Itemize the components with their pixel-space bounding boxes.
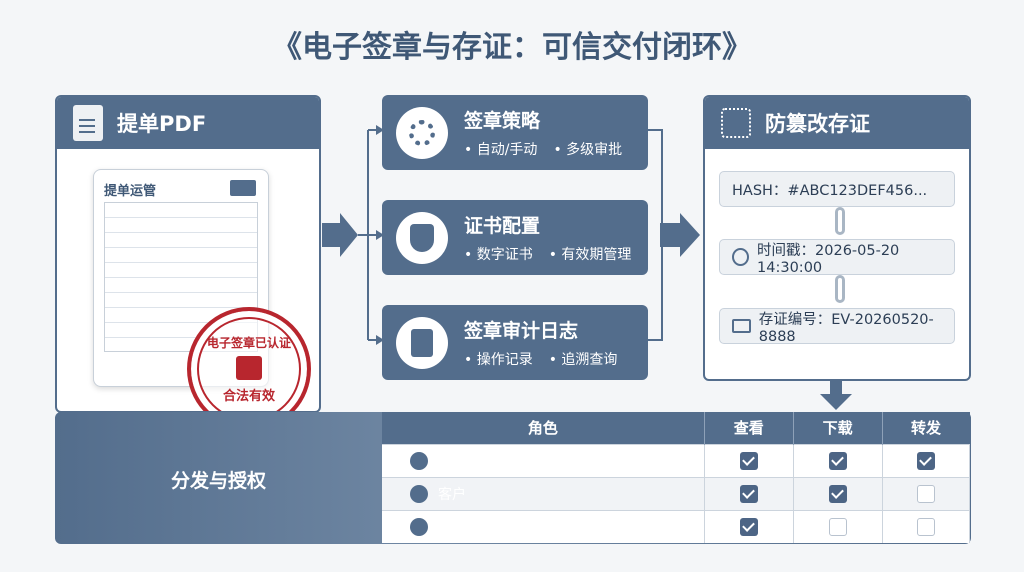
step-certificate-config[interactable]: 证书配置 • 数字证书 • 有效期管理 — [382, 200, 648, 275]
distribution-section: 分发与授权 角色查看下载转发 业务人员客户代理商 — [55, 412, 971, 544]
step-item: • 数字证书 — [464, 247, 533, 263]
view-checkbox[interactable] — [739, 484, 758, 503]
table-row: 客户 — [382, 476, 971, 510]
evidence-panel: 防篡改存证 HASH：#ABC123DEF456... 时间戳：2026-05-… — [703, 95, 971, 381]
forward-cell — [882, 509, 971, 543]
pdf-panel-header: 提单PDF — [57, 97, 319, 149]
role-name: 客户 — [438, 486, 466, 503]
step-item: • 操作记录 — [464, 352, 533, 368]
arrow-down-icon — [820, 380, 852, 410]
view-cell — [704, 443, 794, 477]
step-item: • 自动/手动 — [464, 142, 538, 158]
download-cell — [793, 509, 883, 543]
step-audit-log[interactable]: 签章审计日志 • 操作记录 • 追溯查询 — [382, 305, 648, 380]
forward-cell — [882, 443, 971, 477]
step-title: 签章审计日志 — [464, 320, 579, 342]
evidence-panel-title: 防篡改存证 — [765, 112, 870, 136]
hash-field: HASH：#ABC123DEF456... — [719, 171, 955, 207]
header-view: 查看 — [704, 412, 794, 444]
pdf-panel-title: 提单PDF — [117, 112, 207, 136]
gear-document-icon — [396, 106, 448, 159]
role-cell: 业务人员 — [382, 443, 705, 477]
bill-of-lading-document: 提单运管 — [93, 169, 269, 387]
truck-icon — [230, 180, 256, 196]
log-clock-icon — [396, 316, 448, 369]
step-item: • 追溯查询 — [548, 352, 618, 368]
view-checkbox[interactable] — [739, 517, 758, 536]
download-checkbox[interactable] — [828, 484, 847, 503]
network-icon — [410, 517, 428, 536]
role-name: 业务人员 — [438, 453, 494, 470]
view-cell — [704, 476, 794, 510]
forward-checkbox[interactable] — [916, 484, 935, 503]
certification-stamp: 电子签章已认证 合法有效 — [187, 307, 311, 411]
lock-icon — [236, 356, 262, 380]
chain-link-icon — [835, 275, 845, 303]
permissions-table: 角色查看下载转发 业务人员客户代理商 — [382, 412, 971, 543]
table-row: 业务人员 — [382, 443, 971, 477]
header-role: 角色 — [382, 412, 705, 444]
handshake-icon — [410, 484, 428, 503]
broken-link-icon — [721, 108, 751, 138]
download-cell — [793, 476, 883, 510]
stamp-bottom-text: 合法有效 — [222, 389, 275, 404]
role-name: 代理商 — [438, 519, 480, 536]
hash-value: HASH：#ABC123DEF456... — [732, 182, 928, 199]
evidence-id-field: 存证编号：EV-20260520-8888 — [719, 308, 955, 345]
step-title: 证书配置 — [464, 215, 541, 237]
table-row: 代理商 — [382, 509, 971, 543]
evidence-panel-header: 防篡改存证 — [705, 97, 969, 149]
forward-checkbox[interactable] — [916, 517, 935, 536]
header-forward: 转发 — [882, 412, 970, 444]
timestamp-field: 时间戳：2026-05-20 14:30:00 — [719, 239, 955, 276]
forward-checkbox[interactable] — [916, 451, 935, 470]
clock-icon — [732, 248, 750, 266]
shield-key-icon — [396, 211, 448, 264]
step-signature-policy[interactable]: 签章策略 • 自动/手动 • 多级审批 — [382, 95, 648, 170]
step-item: • 多级审批 — [553, 142, 623, 158]
stamp-top-text: 电子签章已认证 — [206, 336, 291, 350]
pdf-panel: 提单PDF 提单运管 电子签章已认证 合法有效 — [55, 95, 321, 413]
role-cell: 代理商 — [382, 509, 705, 543]
forward-cell — [882, 476, 971, 510]
step-item: • 有效期管理 — [548, 247, 632, 263]
timestamp-value: 时间戳：2026-05-20 14:30:00 — [757, 242, 900, 276]
distribution-label: 分发与授权 — [170, 470, 266, 492]
view-cell — [704, 509, 794, 543]
id-card-icon — [732, 319, 751, 333]
document-title: 提单运管 — [104, 184, 157, 199]
download-cell — [793, 443, 883, 477]
evidence-id-value: 存证编号：EV-20260520-8888 — [758, 311, 934, 345]
download-checkbox[interactable] — [828, 451, 847, 470]
role-cell: 客户 — [382, 476, 705, 510]
chain-link-icon — [835, 207, 845, 235]
step-title: 签章策略 — [464, 110, 541, 132]
person-icon — [410, 451, 428, 470]
document-icon — [73, 105, 103, 141]
header-download: 下载 — [793, 412, 883, 444]
arrow-right-icon — [660, 213, 700, 257]
download-checkbox[interactable] — [828, 517, 847, 536]
flow-connectors — [322, 125, 700, 345]
arrow-right-icon — [322, 213, 358, 257]
view-checkbox[interactable] — [739, 451, 758, 470]
page-title: 《电子签章与存证：可信交付闭环》 — [272, 30, 752, 65]
